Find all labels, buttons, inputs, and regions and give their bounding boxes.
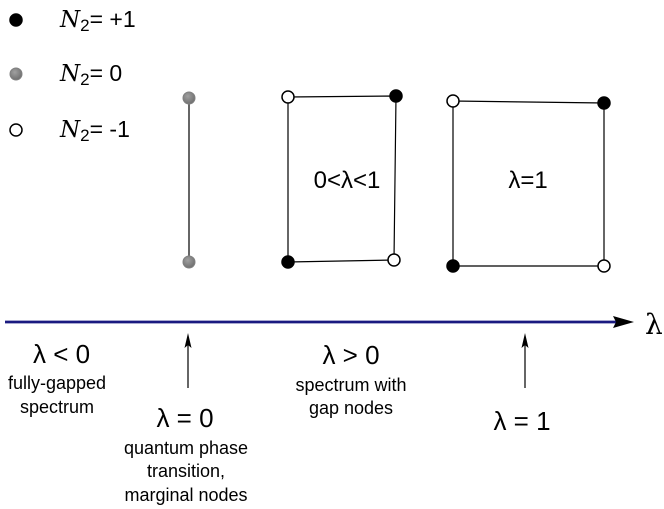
region-zero-title: λ = 0 — [156, 403, 213, 433]
svg-text:N2= 0: N2= 0 — [59, 60, 122, 89]
legend-item-zero: N2= 0 — [9, 60, 122, 89]
legend-subscript: 2 — [80, 16, 89, 35]
region-one-title: λ = 1 — [493, 406, 550, 436]
svg-text:N2= +1: N2= +1 — [59, 6, 136, 35]
node-minus-one — [387, 253, 401, 267]
legend-item-plus-one: N2= +1 — [9, 6, 136, 35]
node-plus-one — [389, 89, 403, 103]
legend-symbol: N — [59, 61, 81, 87]
region-positive-desc-1: spectrum with — [295, 375, 406, 395]
axis-arrowhead — [613, 316, 634, 328]
region-positive: λ > 0 spectrum with gap nodes — [295, 340, 406, 418]
region-negative: λ < 0 fully-gapped spectrum — [8, 339, 106, 417]
arrow-head — [184, 333, 192, 348]
region-one: λ = 1 — [493, 406, 550, 436]
node-minus-one — [281, 90, 295, 104]
legend-value: = 0 — [90, 60, 123, 86]
node-plus-one — [281, 255, 295, 269]
legend-subscript: 2 — [80, 126, 89, 145]
pointer-arrow-zero — [184, 333, 192, 388]
svg-text:N2= -1: N2= -1 — [59, 116, 130, 145]
node-minus-one — [446, 94, 460, 108]
region-zero-desc-1: quantum phase — [124, 438, 248, 458]
region-negative-desc-1: fully-gapped — [8, 373, 106, 393]
legend-value: = -1 — [90, 116, 130, 142]
region-positive-title: λ > 0 — [322, 340, 379, 370]
region-positive-desc-2: gap nodes — [309, 398, 393, 418]
legend-value: = +1 — [90, 6, 136, 32]
legend-marker-zero — [9, 67, 23, 81]
square-right-label: λ=1 — [508, 167, 547, 194]
legend-symbol: N — [59, 117, 81, 143]
legend-marker-minus-one — [9, 123, 23, 137]
region-zero: λ = 0 quantum phase transition, marginal… — [124, 403, 248, 505]
legend: N2= +1 N2= 0 N2= -1 — [9, 6, 136, 145]
pointer-arrow-one — [521, 333, 529, 388]
legend-symbol: N — [59, 7, 81, 33]
node-plus-one — [597, 96, 611, 110]
lambda-axis: λ — [5, 308, 663, 341]
legend-subscript: 2 — [80, 70, 89, 89]
node-minus-one — [597, 259, 611, 273]
region-zero-desc-2: transition, — [147, 461, 225, 481]
node-plus-one — [446, 259, 460, 273]
node-zero-top — [182, 91, 196, 105]
node-zero-bottom — [182, 255, 196, 269]
region-negative-desc-2: spectrum — [20, 397, 94, 417]
square-middle-label: 0<λ<1 — [314, 167, 381, 194]
axis-symbol: λ — [645, 308, 663, 341]
region-negative-title: λ < 0 — [33, 339, 90, 369]
legend-marker-plus-one — [9, 13, 23, 27]
square-right: λ=1 — [446, 94, 611, 273]
legend-item-minus-one: N2= -1 — [9, 116, 130, 145]
square-middle: 0<λ<1 — [281, 89, 403, 269]
segment-shape — [182, 91, 196, 269]
region-zero-desc-3: marginal nodes — [124, 485, 247, 505]
arrow-head — [521, 333, 529, 348]
